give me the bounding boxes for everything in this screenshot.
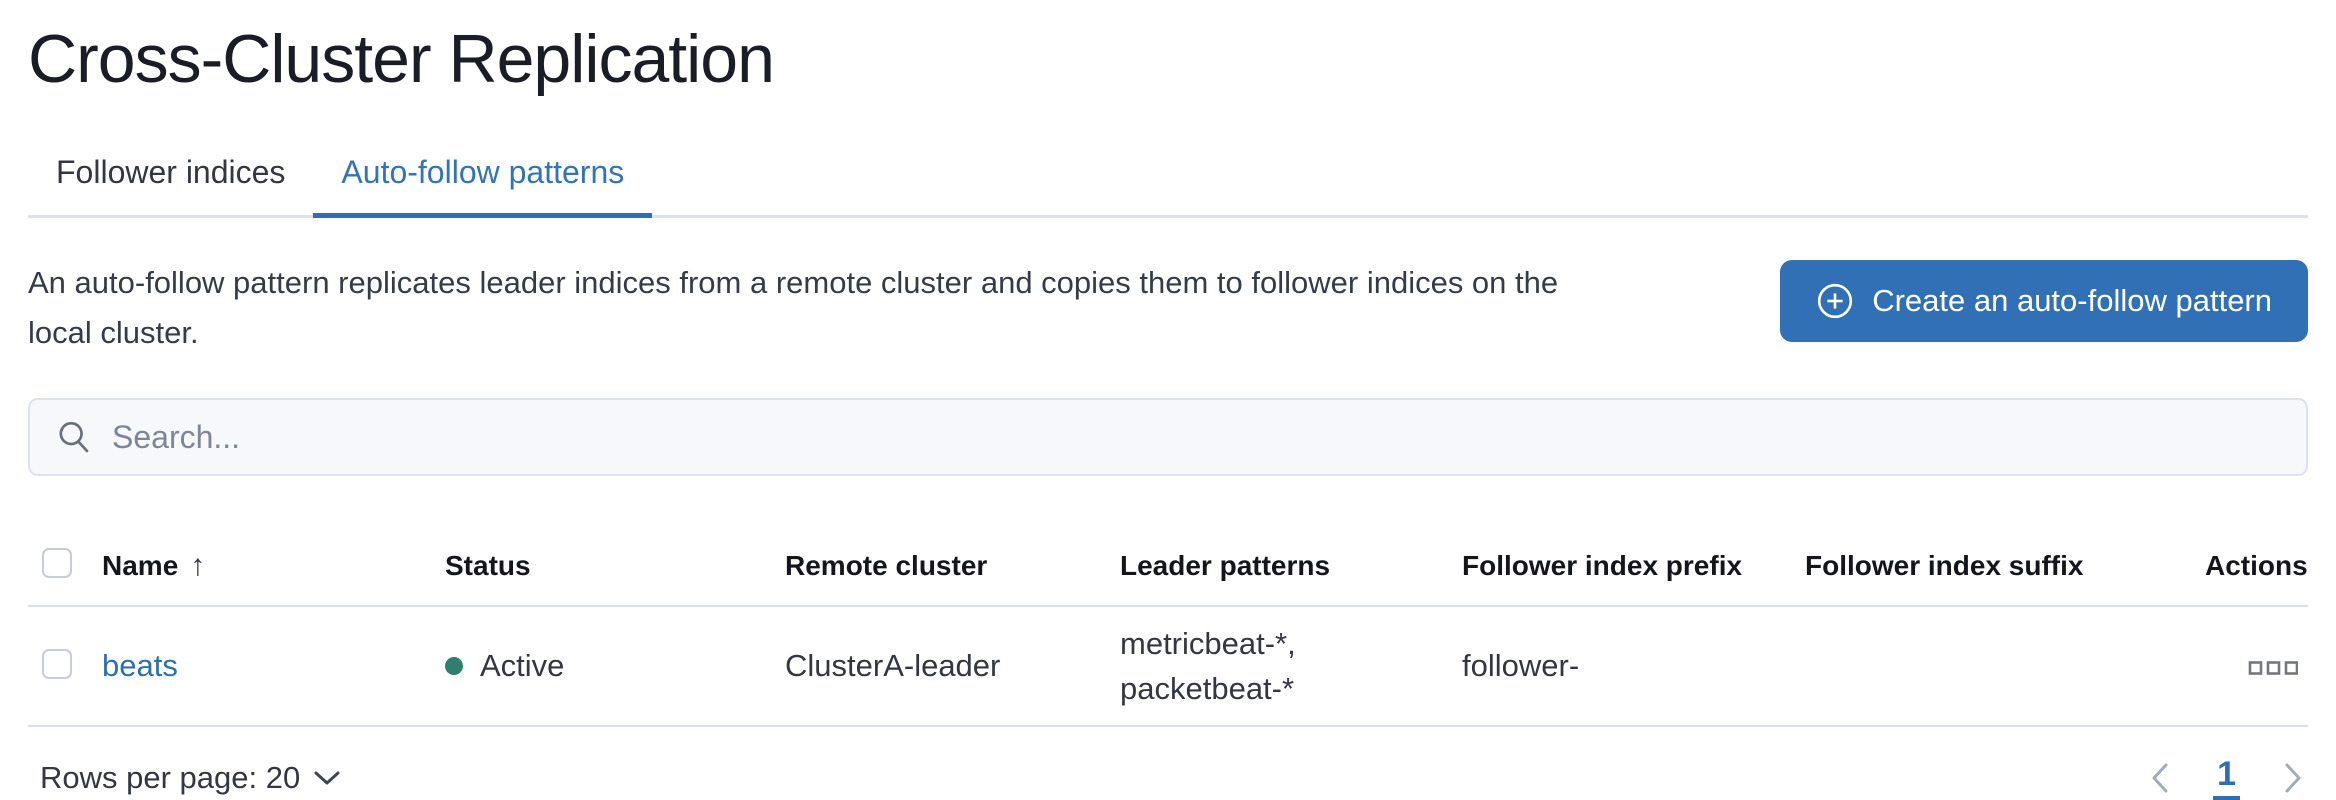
column-header-status: Status	[445, 549, 531, 581]
tab-bar: Follower indices Auto-follow patterns	[28, 154, 2308, 218]
status-active-dot	[445, 657, 463, 675]
column-header-leader-patterns: Leader patterns	[1120, 549, 1331, 581]
column-header-name[interactable]: Name ↑	[102, 548, 206, 582]
cell-remote-cluster: ClusterA-leader	[785, 648, 1001, 683]
chevron-right-icon	[2284, 763, 2302, 793]
column-header-actions: Actions	[2205, 549, 2308, 581]
description-and-create-row: An auto-follow pattern replicates leader…	[28, 258, 2308, 358]
row-actions-menu-button[interactable]	[2242, 654, 2304, 682]
previous-page-button[interactable]	[2151, 763, 2169, 793]
create-auto-follow-pattern-label: Create an auto-follow pattern	[1872, 283, 2272, 318]
chevron-left-icon	[2151, 763, 2169, 793]
table-footer: Rows per page: 20 1	[28, 755, 2308, 800]
tab-auto-follow-patterns-label: Auto-follow patterns	[341, 154, 625, 190]
cell-status: Active	[445, 648, 785, 684]
chevron-down-icon	[314, 770, 340, 786]
cell-leader-patterns: metricbeat-*, packetbeat-*	[1120, 621, 1462, 711]
column-header-follower-index-prefix: Follower index prefix	[1462, 549, 1743, 581]
page-description-line2: local cluster.	[28, 315, 199, 350]
table-row-beats: beats Active ClusterA-leader metricbeat-…	[28, 607, 2308, 727]
tab-auto-follow-patterns[interactable]: Auto-follow patterns	[313, 154, 653, 218]
rows-per-page-selector[interactable]: Rows per page: 20	[40, 760, 340, 796]
search-input[interactable]	[112, 418, 2280, 456]
tab-follower-indices[interactable]: Follower indices	[28, 154, 313, 215]
page-description: An auto-follow pattern replicates leader…	[28, 258, 1558, 358]
leader-pattern-line1: metricbeat-*,	[1120, 626, 1296, 661]
select-row-checkbox[interactable]	[28, 648, 102, 684]
page-title: Cross-Cluster Replication	[28, 21, 775, 97]
boxes-horizontal-icon	[2248, 660, 2298, 676]
sort-ascending-icon: ↑	[190, 548, 206, 582]
search-icon	[56, 419, 92, 455]
pagination-page-1[interactable]: 1	[2213, 755, 2240, 800]
column-header-follower-index-suffix: Follower index suffix	[1805, 549, 2084, 581]
pagination: 1	[2151, 755, 2308, 800]
tab-follower-indices-label: Follower indices	[56, 154, 286, 190]
pattern-name-link[interactable]: beats	[102, 648, 178, 683]
next-page-button[interactable]	[2284, 763, 2302, 793]
status-label: Active	[480, 648, 565, 683]
leader-pattern-line2: packetbeat-*	[1120, 671, 1295, 706]
plus-in-circle-icon	[1816, 282, 1854, 320]
create-auto-follow-pattern-button[interactable]: Create an auto-follow pattern	[1780, 260, 2308, 342]
auto-follow-patterns-table: Name ↑ Status Remote cluster Leader patt…	[28, 514, 2308, 800]
column-header-remote-cluster: Remote cluster	[785, 549, 988, 581]
cell-name: beats	[102, 648, 445, 684]
cell-actions	[2242, 648, 2308, 684]
select-all-checkbox[interactable]	[28, 548, 102, 583]
cell-follower-index-prefix: follower-	[1462, 648, 1580, 683]
search-bar[interactable]	[28, 398, 2308, 476]
table-header-row: Name ↑ Status Remote cluster Leader patt…	[28, 514, 2308, 607]
rows-per-page-label: Rows per page: 20	[40, 759, 301, 795]
page-description-line1: An auto-follow pattern replicates leader…	[28, 265, 1559, 300]
